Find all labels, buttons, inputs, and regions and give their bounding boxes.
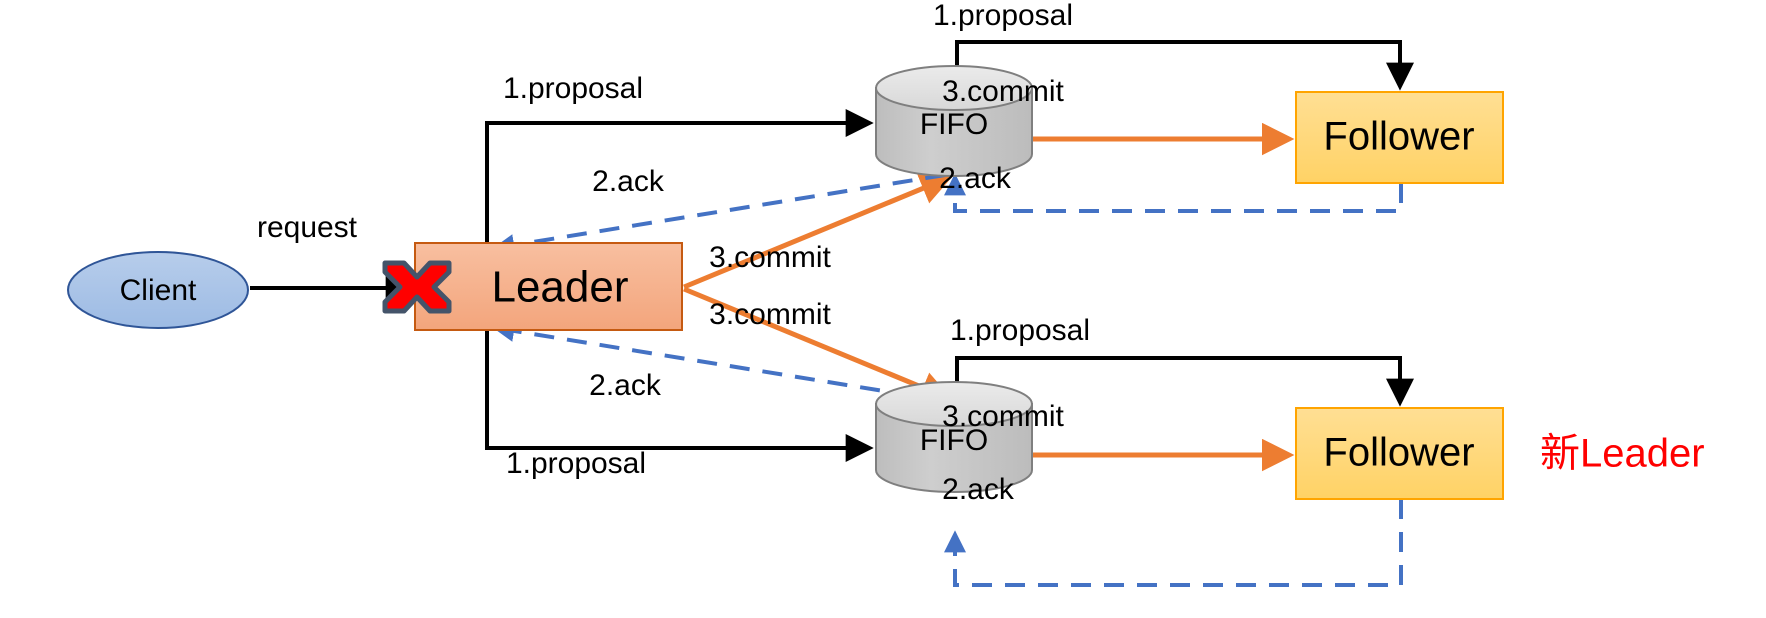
x-cross-icon (382, 260, 452, 314)
fifo-top-body (875, 87, 1033, 177)
fifo-bottom-body (875, 403, 1033, 493)
follower-top-label: Follower (1323, 115, 1474, 159)
edge-commit-leader-to-fifo-bottom (683, 286, 954, 403)
node-client[interactable]: Client (67, 251, 249, 329)
node-follower-bottom[interactable]: Follower (1295, 407, 1504, 500)
label-commit-top-leader: 3.commit (709, 241, 831, 274)
node-follower-top[interactable]: Follower (1295, 91, 1504, 184)
label-commit-top-follower: 3.commit (942, 75, 1064, 108)
label-commit-bottom-leader: 3.commit (709, 298, 831, 331)
client-label: Client (120, 274, 197, 307)
follower-bottom-label: Follower (1323, 431, 1474, 475)
edge-ack-fifo-bottom-to-leader (492, 320, 946, 403)
label-ack-bottom-fifo: 2.ack (942, 473, 1015, 506)
edge-ack-follower-top-to-fifo-top (944, 173, 1403, 213)
client-ellipse (67, 251, 249, 329)
node-fifo-top[interactable]: FIFO (875, 65, 1033, 177)
edge-proposal-leader-to-fifo-top (485, 109, 874, 243)
edge-proposal-fifo-top-to-follower-top (955, 40, 1414, 91)
edge-ack-fifo-top-to-leader (492, 173, 946, 256)
follower-top-rect (1295, 91, 1504, 184)
edge-commit-leader-to-fifo-top (683, 173, 954, 290)
label-commit-bottom-follower: 3.commit (942, 400, 1064, 433)
edge-ack-follower-bottom-to-fifo-bottom (944, 499, 1403, 587)
fifo-top-label: FIFO (920, 108, 988, 141)
label-ack-top-leader: 2.ack (592, 165, 665, 198)
label-proposal-bottom-left: 1.proposal (506, 447, 646, 480)
edge-proposal-leader-to-fifo-bottom (485, 330, 874, 462)
label-proposal-bottom-right: 1.proposal (950, 314, 1090, 347)
label-proposal-top-right: 1.proposal (933, 0, 1073, 32)
annotation-new-leader: 新Leader (1540, 432, 1705, 476)
node-leader[interactable]: Leader (382, 242, 683, 331)
edge-proposal-fifo-bottom-to-follower-bottom (955, 356, 1414, 407)
node-fifo-bottom[interactable]: FIFO (875, 381, 1033, 493)
follower-bottom-rect (1295, 407, 1504, 500)
leader-label: Leader (491, 263, 628, 312)
label-proposal-top-left: 1.proposal (503, 72, 643, 105)
label-ack-top-fifo: 2.ack (939, 162, 1012, 195)
fifo-bottom-lid (875, 381, 1033, 427)
label-ack-bottom-leader: 2.ack (589, 369, 662, 402)
fifo-bottom-label: FIFO (920, 424, 988, 457)
label-request: request (257, 211, 358, 244)
fifo-top-lid (875, 65, 1033, 111)
